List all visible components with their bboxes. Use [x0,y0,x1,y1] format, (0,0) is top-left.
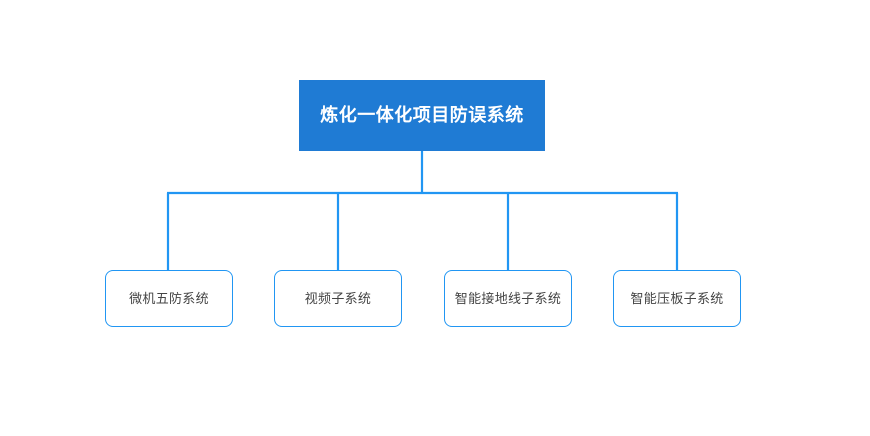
node-child-zhineng-jiedixian[interactable]: 智能接地线子系统 [444,270,572,327]
node-root-label: 炼化一体化项目防误系统 [320,104,524,125]
node-child-label: 微机五防系统 [129,290,209,306]
node-root[interactable]: 炼化一体化项目防误系统 [299,80,545,151]
node-child-label: 智能接地线子系统 [454,290,562,306]
node-child-zhineng-yaban[interactable]: 智能压板子系统 [613,270,741,327]
node-child-label: 智能压板子系统 [630,290,724,306]
node-child-weiji-wufang[interactable]: 微机五防系统 [105,270,233,327]
node-child-label: 视频子系统 [304,290,372,306]
node-child-shipin[interactable]: 视频子系统 [274,270,402,327]
